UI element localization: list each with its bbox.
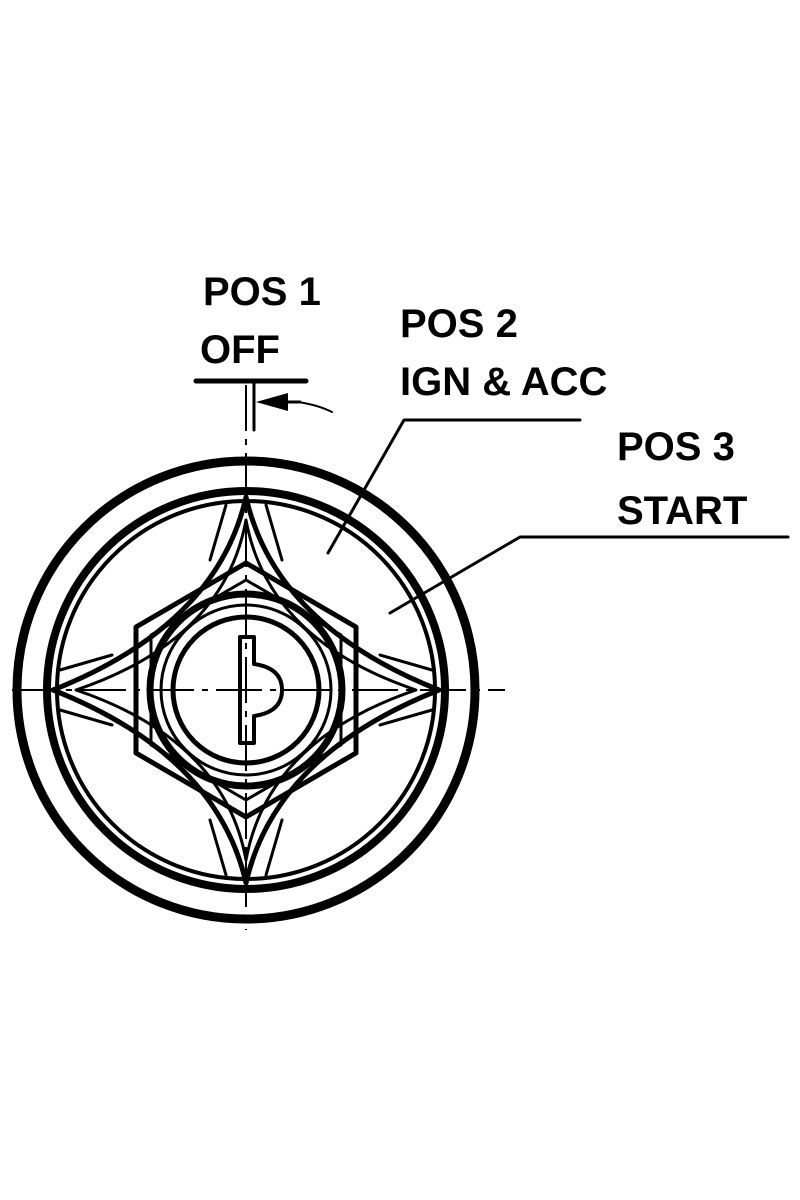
cylinder-outer (146, 590, 346, 790)
center-lines (12, 385, 505, 930)
pos2-state-label: IGN & ACC (400, 360, 607, 404)
pos3-leader-line (388, 535, 790, 615)
pos3-label: POS 3 (617, 425, 735, 469)
key-slot (238, 635, 284, 745)
lobe-edges (58, 503, 434, 877)
pos2-leader-line (326, 418, 582, 555)
pos1-state-label: OFF (200, 328, 280, 372)
hex-nut-inner (149, 578, 343, 802)
pos1-label: POS 1 (203, 270, 321, 314)
outer-ring (12, 456, 480, 924)
pos2-label: POS 2 (400, 302, 518, 346)
pos1-arrowhead (256, 393, 288, 411)
second-ring (43, 487, 449, 893)
pos3-state-label: START (617, 489, 747, 533)
rotor-star-outline (50, 494, 442, 886)
lock-cylinder (146, 590, 346, 790)
cylinder-mid (159, 603, 333, 777)
pos1-indicator (193, 378, 333, 432)
cylinder-inner (170, 614, 322, 766)
hex-nut (133, 560, 359, 820)
pos1-rotation-arc (297, 401, 333, 413)
